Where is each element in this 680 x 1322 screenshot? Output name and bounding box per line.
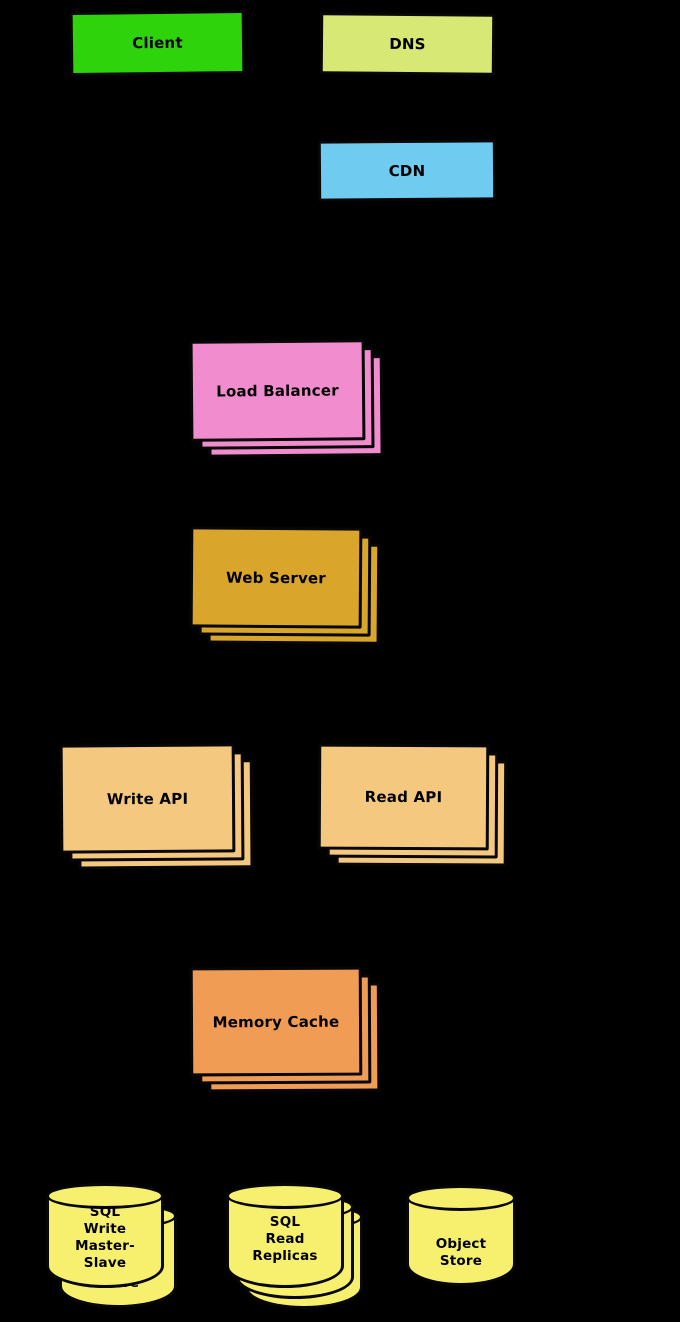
node-label: SQL Read Replicas (252, 1214, 318, 1264)
node-label: Object Store (435, 1236, 487, 1269)
node-box: DNS (319, 12, 496, 76)
node-label: Load Balancer (216, 380, 339, 401)
node-label: CDN (388, 161, 426, 180)
node-sql-write-master-slave: SQL Write Master- Slave SQL Write Master… (46, 1183, 177, 1308)
node-label: Client (132, 33, 183, 53)
node-memory-cache: Memory Cache (189, 966, 381, 1093)
node-cylinder: SQL Read Replicas (226, 1183, 344, 1288)
node-label: Web Server (226, 568, 326, 587)
node-write-api: Write API (59, 743, 254, 870)
node-box: Client (69, 9, 246, 77)
node-box: Load Balancer (189, 339, 366, 442)
node-label: Memory Cache (212, 1012, 340, 1031)
node-box: Read API (317, 743, 490, 851)
node-box: Memory Cache (189, 966, 363, 1077)
node-label: Read API (364, 787, 443, 807)
node-box: CDN (317, 139, 497, 202)
node-cylinder: Object Store (406, 1185, 516, 1286)
node-label: Write API (106, 789, 189, 808)
node-box: Web Server (189, 526, 363, 629)
node-dns: DNS (319, 12, 496, 76)
node-cdn: CDN (317, 139, 497, 202)
node-read-api: Read API (317, 743, 508, 867)
node-label: DNS (389, 34, 426, 54)
node-cylinder: SQL Write Master- Slave (46, 1183, 164, 1288)
node-load-balancer: Load Balancer (189, 339, 384, 458)
node-web-server: Web Server (189, 526, 381, 645)
node-object-store: Object Store (406, 1185, 516, 1286)
node-client: Client (69, 9, 246, 77)
node-label: SQL Write Master- Slave (75, 1204, 135, 1271)
node-box: Write API (59, 743, 236, 854)
node-sql-read-replicas: SQL Read Replicas (226, 1183, 363, 1309)
